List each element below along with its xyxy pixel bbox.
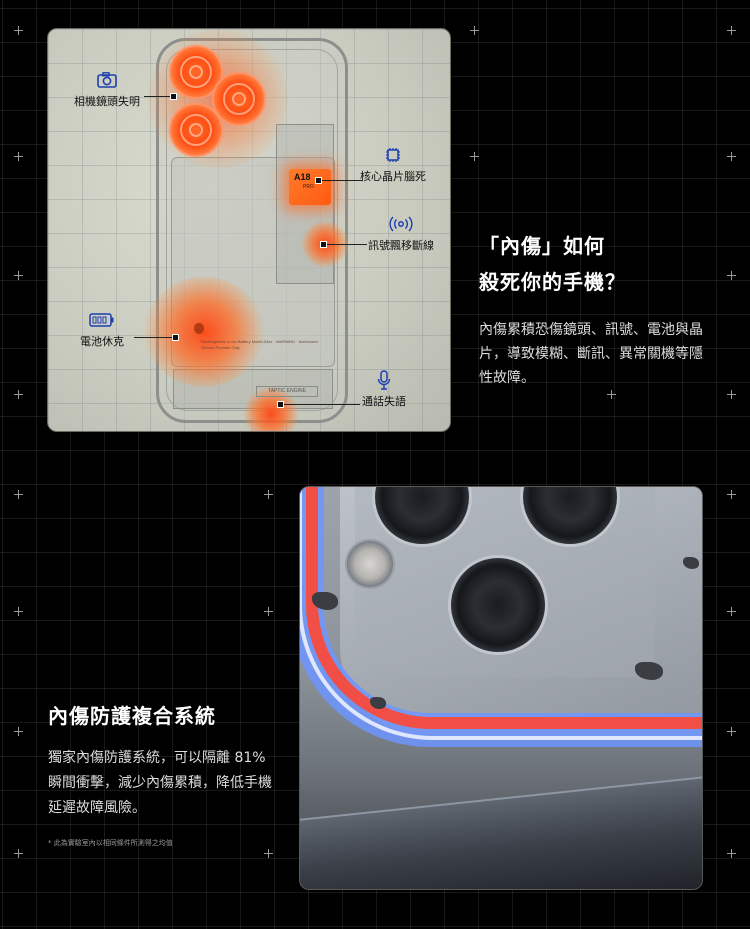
section2-footnote: * 此為實驗室內以相同條件所測得之均值	[48, 839, 173, 847]
debris-fragment	[683, 557, 699, 569]
chip-sublabel: PRO	[303, 184, 314, 190]
callout-mic-label: 通話失語	[362, 395, 406, 408]
case-illustration-panel	[299, 486, 703, 890]
grid-plus-marker	[264, 849, 273, 858]
grid-plus-marker	[264, 607, 273, 616]
chip-icon: A18 PRO	[289, 169, 331, 205]
taptic-engine-label: TAPTIC ENGINE	[256, 386, 318, 397]
section1-headline: 「內傷」如何 殺死你的手機？	[479, 228, 626, 300]
grid-plus-marker	[470, 152, 479, 161]
callout-dot	[315, 177, 322, 184]
callout-battery-label: 電池休克	[80, 335, 124, 348]
callout-signal-label: 訊號飄移斷線	[368, 239, 434, 252]
grid-plus-marker	[727, 727, 736, 736]
callout-line	[134, 337, 174, 338]
grid-plus-marker	[727, 152, 736, 161]
grid-plus-marker	[727, 271, 736, 280]
chip-outline-icon	[385, 144, 401, 166]
grid-plus-marker	[727, 849, 736, 858]
battery-note: Rechargeable Li-ion Battery Model A3xx ·…	[201, 339, 318, 350]
grid-plus-marker	[14, 152, 23, 161]
callout-line	[327, 244, 367, 245]
grid-plus-marker	[14, 607, 23, 616]
microphone-icon	[377, 369, 391, 391]
grid-plus-marker	[727, 607, 736, 616]
mic-glow	[244, 387, 298, 431]
callout-signal: 訊號飄移斷線	[356, 213, 446, 253]
callout-dot	[170, 93, 177, 100]
callout-dot	[277, 401, 284, 408]
section1-headline-line2: 殺死你的手機？	[479, 270, 626, 294]
grid-plus-marker	[14, 727, 23, 736]
grid-plus-marker	[727, 390, 736, 399]
callout-line	[284, 404, 360, 405]
section1-headline-line1: 「內傷」如何	[479, 234, 605, 258]
callout-dot	[320, 241, 327, 248]
case-bumper-highlight	[300, 487, 702, 740]
callout-mic: 通話失語	[344, 369, 424, 409]
camera-lens-icon	[169, 103, 223, 157]
battery-glow	[144, 277, 264, 387]
section2-headline: 內傷防護複合系統	[48, 704, 216, 728]
camera-lens-icon	[212, 72, 266, 126]
debris-fragment	[370, 697, 386, 709]
grid-plus-marker	[14, 849, 23, 858]
grid-plus-marker	[14, 271, 23, 280]
callout-battery: 電池休克	[62, 309, 142, 349]
grid-plus-marker	[727, 490, 736, 499]
chip-label: A18	[294, 172, 311, 182]
signal-icon	[389, 213, 413, 235]
callout-camera-label: 相機鏡頭失明	[74, 95, 140, 108]
callout-chip-label: 核心晶片腦死	[360, 170, 426, 183]
debris-fragment	[312, 592, 338, 610]
callout-camera: 相機鏡頭失明	[62, 69, 152, 109]
section1-body: 內傷累積恐傷鏡頭、訊號、電池與晶片，導致模糊、斷訊、異常關機等隱性故障。	[479, 322, 703, 386]
grid-plus-marker	[14, 26, 23, 35]
grid-plus-marker	[727, 26, 736, 35]
xray-diagram-panel: A18 PRO Rechargeable Li-ion Battery Mode…	[47, 28, 451, 432]
grid-plus-marker	[607, 390, 616, 399]
callout-line	[322, 180, 362, 181]
section2-body: 獨家內傷防護系統，可以隔離 81% 瞬間衝擊，減少內傷累積，降低手機延遲故障風險…	[48, 750, 272, 816]
rock-surface	[300, 773, 702, 889]
grid-plus-marker	[470, 26, 479, 35]
callout-dot	[172, 334, 179, 341]
camera-icon	[97, 69, 117, 91]
callout-line	[144, 96, 172, 97]
debris-fragment	[635, 662, 663, 680]
grid-plus-marker	[14, 490, 23, 499]
callout-chip: 核心晶片腦死	[348, 144, 438, 184]
grid-plus-marker	[264, 490, 273, 499]
battery-icon	[89, 309, 115, 331]
apple-logo-icon	[194, 323, 204, 334]
grid-plus-marker	[14, 390, 23, 399]
camera-lens-icon	[448, 555, 548, 655]
